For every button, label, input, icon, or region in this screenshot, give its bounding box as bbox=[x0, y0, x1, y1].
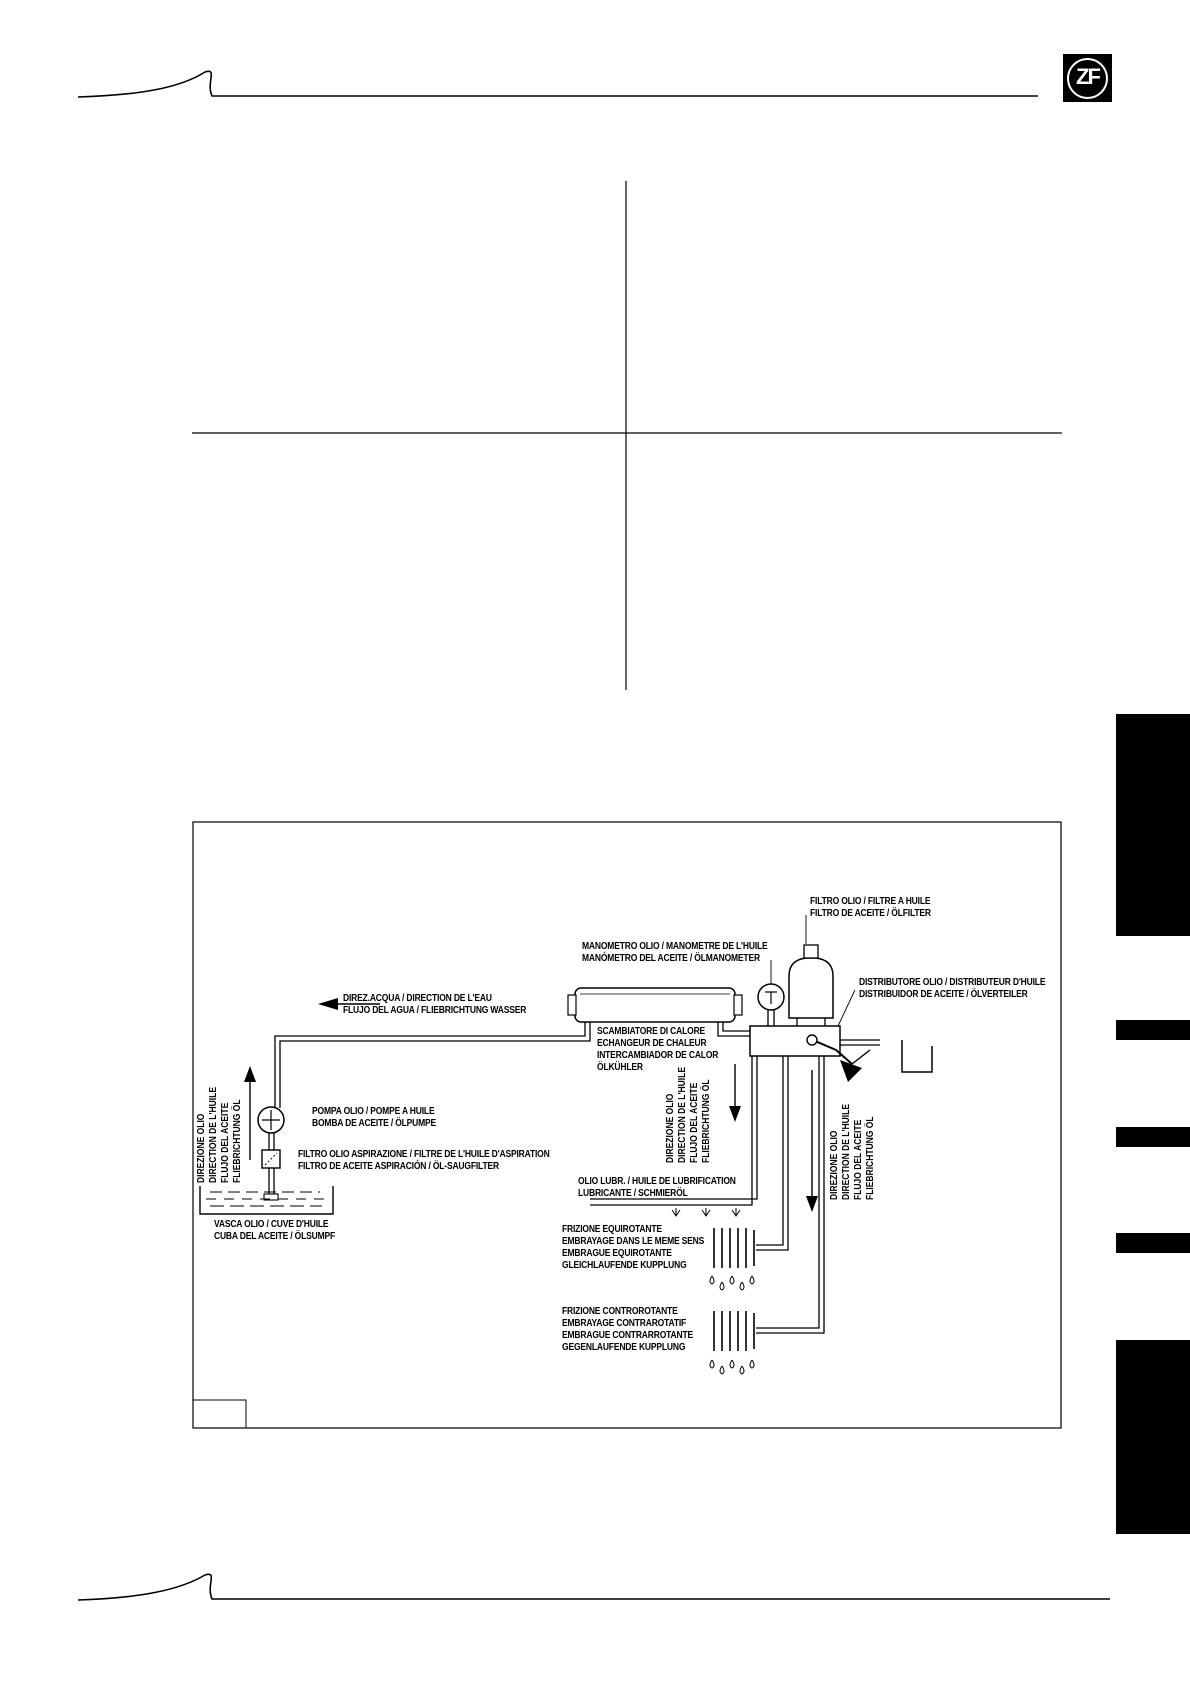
label-line: EMBRAGUE EQUIROTANTE bbox=[562, 1248, 672, 1259]
label-line: BOMBA DE ACEITE / ÖLPUMPE bbox=[312, 1118, 437, 1129]
label-line: FLUJO DEL ACEITE bbox=[853, 1119, 864, 1200]
label-line: EMBRAYAGE CONTRAROTATIF bbox=[562, 1318, 687, 1329]
label-line: ÖLKÜHLER bbox=[597, 1062, 643, 1073]
label-line: DIREZ.ACQUA / DIRECTION DE L'EAU bbox=[343, 993, 492, 1004]
label-water-direction: DIREZ.ACQUA / DIRECTION DE L'EAU FLUJO D… bbox=[343, 993, 526, 1017]
label-line: EMBRAYAGE DANS LE MEME SENS bbox=[562, 1236, 705, 1247]
label-line: FLUJO DEL ACEITE bbox=[220, 1102, 231, 1183]
label-line: DIREZIONE OLIO bbox=[196, 1113, 207, 1183]
header-swoosh bbox=[77, 70, 1038, 98]
clutch-co-pack bbox=[713, 1228, 755, 1268]
label-line: DIRECTION DE L'HUILE bbox=[841, 1104, 852, 1200]
leader-lines bbox=[770, 915, 856, 1027]
label-distributor: DISTRIBUTORE OLIO / DISTRIBUTEUR D'HUILE… bbox=[859, 977, 1045, 1001]
label-line: FILTRO OLIO / FILTRE A HUILE bbox=[810, 896, 931, 907]
lube-spray bbox=[671, 1208, 741, 1217]
label-line: DIREZIONE OLIO bbox=[829, 1130, 840, 1200]
label-line: FILTRO OLIO ASPIRAZIONE / FILTRE DE L'HU… bbox=[298, 1149, 550, 1160]
label-line: GLEICHLAUFENDE KUPPLUNG bbox=[562, 1260, 687, 1271]
pipe-exchanger-to-pump bbox=[274, 1022, 586, 1108]
edge-tab-3 bbox=[1116, 1127, 1190, 1147]
label-line: SCAMBIATORE DI CALORE bbox=[597, 1026, 706, 1037]
label-oil-direction-right: DIREZIONE OLIO DIRECTION DE L'HUILE FLUJ… bbox=[829, 1087, 877, 1200]
zf-logo-text: ZF bbox=[1076, 64, 1101, 89]
label-manometer: MANOMETRO OLIO / MANOMETRE DE L'HUILE MA… bbox=[582, 941, 768, 965]
diagram-frame bbox=[192, 821, 1062, 1429]
label-line: DISTRIBUTORE OLIO / DISTRIBUTEUR D'HUILE bbox=[859, 977, 1046, 988]
label-line: INTERCAMBIADOR DE CALOR bbox=[597, 1050, 719, 1061]
edge-tab-4 bbox=[1116, 1233, 1190, 1253]
main-filter bbox=[788, 944, 834, 1026]
pipe-clutch-counter bbox=[756, 1056, 820, 1329]
label-line: LUBRICANTE / SCHMIERÖL bbox=[578, 1188, 688, 1199]
label-lube-oil: OLIO LUBR. / HUILE DE LUBRIFICATION LUBR… bbox=[578, 1176, 736, 1200]
label-line: FILTRO DE ACEITE / ÖLFILTER bbox=[810, 908, 931, 919]
clutch-co-drops bbox=[709, 1275, 755, 1291]
label-line: FLIEBRICHTUNG ÖL bbox=[701, 1079, 712, 1163]
label-line: POMPA OLIO / POMPE A HUILE bbox=[312, 1106, 435, 1117]
label-sump: VASCA OLIO / CUVE D'HUILE CUBA DEL ACEIT… bbox=[214, 1219, 335, 1243]
figure-number-box bbox=[192, 1399, 247, 1429]
label-line: ECHANGEUR DE CHALEUR bbox=[597, 1038, 707, 1049]
label-line: DIRECTION DE L'HUILE bbox=[208, 1087, 219, 1183]
oil-direction-arrow-left bbox=[729, 1064, 741, 1122]
label-heat-exchanger: SCAMBIATORE DI CALORE ECHANGEUR DE CHALE… bbox=[597, 1026, 718, 1074]
label-line: MANÓMETRO DEL ACEITE / ÖLMANOMETER bbox=[582, 953, 760, 964]
oil-sump bbox=[199, 1186, 334, 1215]
label-line: MANOMETRO OLIO / MANOMETRE DE L'HUILE bbox=[582, 941, 768, 952]
label-line: OLIO LUBR. / HUILE DE LUBRIFICATION bbox=[578, 1176, 736, 1187]
edge-tab-1 bbox=[1116, 714, 1190, 936]
label-clutch-co: FRIZIONE EQUIROTANTE EMBRAYAGE DANS LE M… bbox=[562, 1224, 704, 1272]
edge-tab-2 bbox=[1116, 1020, 1190, 1040]
label-line: DIRECTION DE L'HUILE bbox=[677, 1067, 688, 1163]
oil-distributor bbox=[749, 1025, 933, 1082]
suction-filter bbox=[261, 1149, 281, 1169]
label-line: FRIZIONE CONTROROTANTE bbox=[562, 1306, 678, 1317]
zf-logo: ZF bbox=[1063, 54, 1112, 102]
clutch-counter-drops bbox=[709, 1359, 755, 1375]
label-oil-direction-center: DIREZIONE OLIO DIRECTION DE L'HUILE FLUJ… bbox=[665, 1050, 713, 1163]
oil-direction-arrow-right bbox=[806, 1070, 818, 1212]
label-line: GEGENLAUFENDE KUPPLUNG bbox=[562, 1342, 686, 1353]
label-filter-main: FILTRO OLIO / FILTRE A HUILE FILTRO DE A… bbox=[810, 896, 931, 920]
label-suction-filter: FILTRO OLIO ASPIRAZIONE / FILTRE DE L'HU… bbox=[298, 1149, 550, 1173]
label-line: FLIEBRICHTUNG ÖL bbox=[232, 1099, 243, 1183]
label-oil-direction-pump: DIREZIONE OLIO DIRECTION DE L'HUILE FLUJ… bbox=[196, 1070, 244, 1183]
pipe-clutch-co bbox=[756, 1056, 784, 1246]
clutch-counter-pack bbox=[713, 1311, 755, 1351]
oil-up-arrow bbox=[244, 1066, 256, 1160]
oil-pump bbox=[257, 1106, 285, 1134]
footer-swoosh bbox=[77, 1573, 1110, 1601]
manometer bbox=[757, 983, 785, 1026]
edge-tab-5 bbox=[1116, 1340, 1190, 1534]
pipe-lube bbox=[590, 1056, 753, 1206]
label-line: CUBA DEL ACEITE / ÖLSUMPF bbox=[214, 1231, 336, 1242]
label-line: EMBRAGUE CONTRARROTANTE bbox=[562, 1330, 693, 1341]
water-direction-arrow bbox=[318, 998, 380, 1010]
pipe-exchanger-to-distributor bbox=[717, 1022, 750, 1037]
label-line: DIREZIONE OLIO bbox=[665, 1093, 676, 1163]
label-clutch-counter: FRIZIONE CONTROROTANTE EMBRAYAGE CONTRAR… bbox=[562, 1306, 693, 1354]
label-line: FLIEBRICHTUNG ÖL bbox=[865, 1116, 876, 1200]
label-line: FILTRO DE ACEITE ASPIRACIÓN / ÖL-SAUGFIL… bbox=[298, 1161, 499, 1172]
label-line: FLUJO DEL ACEITE bbox=[689, 1082, 700, 1163]
label-line: FRIZIONE EQUIROTANTE bbox=[562, 1224, 662, 1235]
label-line: FLUJO DEL AGUA / FLIEBRICHTUNG WASSER bbox=[343, 1005, 527, 1016]
zf-logo-ring bbox=[1067, 58, 1108, 99]
label-line: VASCA OLIO / CUVE D'HUILE bbox=[214, 1219, 329, 1230]
label-line: DISTRIBUIDOR DE ACEITE / ÖLVERTEILER bbox=[859, 989, 1028, 1000]
label-pump: POMPA OLIO / POMPE A HUILE BOMBA DE ACEI… bbox=[312, 1106, 436, 1130]
heat-exchanger bbox=[567, 987, 743, 1023]
